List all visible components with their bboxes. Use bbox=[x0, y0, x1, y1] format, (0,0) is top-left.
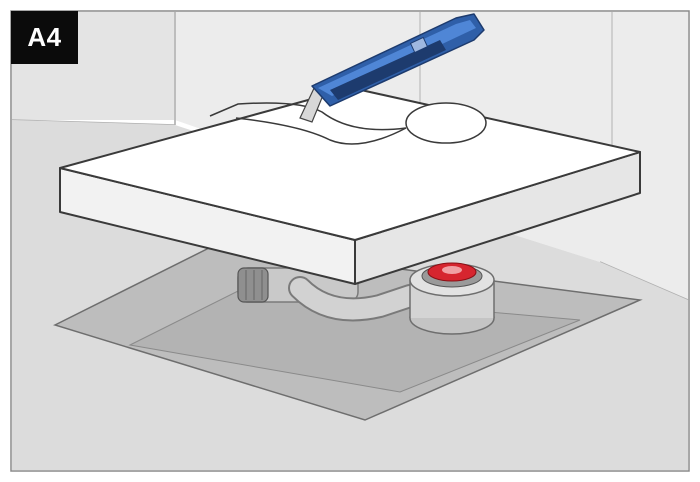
cut-line-lower bbox=[235, 117, 407, 145]
knife-slider bbox=[330, 40, 446, 100]
shower-tray bbox=[59, 87, 641, 285]
drain-trap bbox=[409, 262, 495, 335]
drain-pipe bbox=[237, 267, 422, 322]
step-label-badge: A4 bbox=[11, 11, 78, 64]
tray-top bbox=[59, 87, 641, 241]
knife-slider-button bbox=[409, 36, 429, 54]
cut-line bbox=[209, 102, 407, 131]
step-label: A4 bbox=[27, 22, 62, 52]
tray-waste-hole bbox=[405, 102, 487, 144]
knife-body-highlight bbox=[318, 20, 476, 96]
utility-knife bbox=[299, 13, 485, 123]
